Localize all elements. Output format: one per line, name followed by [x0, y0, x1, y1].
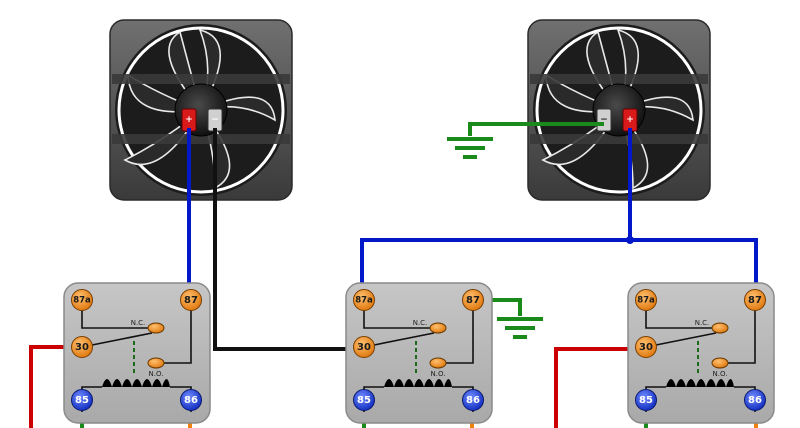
relay-1-terminal-86-label: 86 [184, 395, 198, 406]
relay-3-no-label: N.O. [713, 370, 728, 378]
relay-1: N.C. N.O. 87a 87 30 85 86 [63, 282, 211, 424]
relay-2: N.C. N.O. 87a 87 30 85 86 [345, 282, 493, 424]
ground-symbol-relay2 [497, 317, 543, 339]
relay-2-nc-label: N.C. [413, 319, 428, 327]
fan-2-positive-label: + [626, 115, 634, 125]
relay-3-terminal-85: 85 [635, 389, 657, 411]
relay-1-nc-contact [147, 322, 165, 334]
junction-dot [626, 236, 634, 244]
relay-3-body [627, 282, 775, 424]
relay-3-terminal-30-label: 30 [639, 342, 653, 353]
relay-3-nc-contact [711, 322, 729, 334]
relay-2-terminal-85-label: 85 [357, 395, 371, 406]
wire-relay3-30-power [554, 347, 648, 428]
wire-fan1-negative-to-relay2-30 [213, 128, 362, 351]
fan-1-positive-label: + [185, 115, 193, 125]
relay-2-terminal-85: 85 [353, 389, 375, 411]
relay-1-no-label: N.O. [149, 370, 164, 378]
relay-2-nc-contact [429, 322, 447, 334]
relay-2-terminal-87a-label: 87a [355, 296, 373, 306]
relay-1-terminal-87-label: 87 [184, 295, 198, 306]
relay-3-terminal-87: 87 [744, 289, 766, 311]
relay-1-coil [102, 379, 170, 387]
relay-2-terminal-87-label: 87 [466, 295, 480, 306]
relay-2-terminal-30: 30 [353, 336, 375, 358]
relay-3-no-contact [711, 357, 729, 369]
fan-1-negative-terminal: − [207, 108, 223, 132]
relay-2-coil [384, 379, 452, 387]
relay-3-terminal-30: 30 [635, 336, 657, 358]
fan-2: − + [527, 19, 711, 201]
relay-3-terminal-86-label: 86 [748, 395, 762, 406]
relay-1-terminal-87: 87 [180, 289, 202, 311]
relay-3-terminal-86: 86 [744, 389, 766, 411]
relay-1-terminal-30: 30 [71, 336, 93, 358]
wire-fan2-bus [360, 238, 758, 300]
relay-2-terminal-87: 87 [462, 289, 484, 311]
relay-2-terminal-87a: 87a [353, 289, 375, 311]
relay-3-nc-label: N.C. [695, 319, 710, 327]
relay-1-terminal-30-label: 30 [75, 342, 89, 353]
relay-1-terminal-87a-label: 87a [73, 296, 91, 306]
fan-1-negative-label: − [211, 115, 219, 125]
relay-3-terminal-87-label: 87 [748, 295, 762, 306]
relay-3-terminal-87a-label: 87a [637, 296, 655, 306]
relay-3: N.C. N.O. 87a 87 30 85 86 [627, 282, 775, 424]
relay-3-terminal-85-label: 85 [639, 395, 653, 406]
relay-1-internal-wiring [81, 300, 192, 412]
fan-2-positive-terminal: + [622, 108, 638, 132]
fan-1: + − [109, 19, 293, 201]
relay-2-body [345, 282, 493, 424]
fan-2-negative-terminal: − [596, 108, 612, 132]
relay-2-terminal-30-label: 30 [357, 342, 371, 353]
relay-2-terminal-86-label: 86 [466, 395, 480, 406]
relay-1-body [63, 282, 211, 424]
relay-1-terminal-85: 85 [71, 389, 93, 411]
fan-1-positive-terminal: + [181, 108, 197, 132]
relay-1-terminal-86: 86 [180, 389, 202, 411]
wires [29, 122, 758, 428]
relay-1-nc-label: N.C. [131, 319, 146, 327]
relay-2-no-label: N.O. [431, 370, 446, 378]
wire-fan2-negative-to-ground [468, 122, 604, 136]
relay-3-coil [666, 379, 734, 387]
relay-2-terminal-86: 86 [462, 389, 484, 411]
relay-1-no-contact [147, 357, 165, 369]
ground-symbol-fan2 [447, 137, 493, 159]
relay-2-no-contact [429, 357, 447, 369]
relay-3-terminal-87a: 87a [635, 289, 657, 311]
fan-2-negative-label: − [600, 115, 608, 125]
relay-1-terminal-85-label: 85 [75, 395, 89, 406]
relay-1-terminal-87a: 87a [71, 289, 93, 311]
